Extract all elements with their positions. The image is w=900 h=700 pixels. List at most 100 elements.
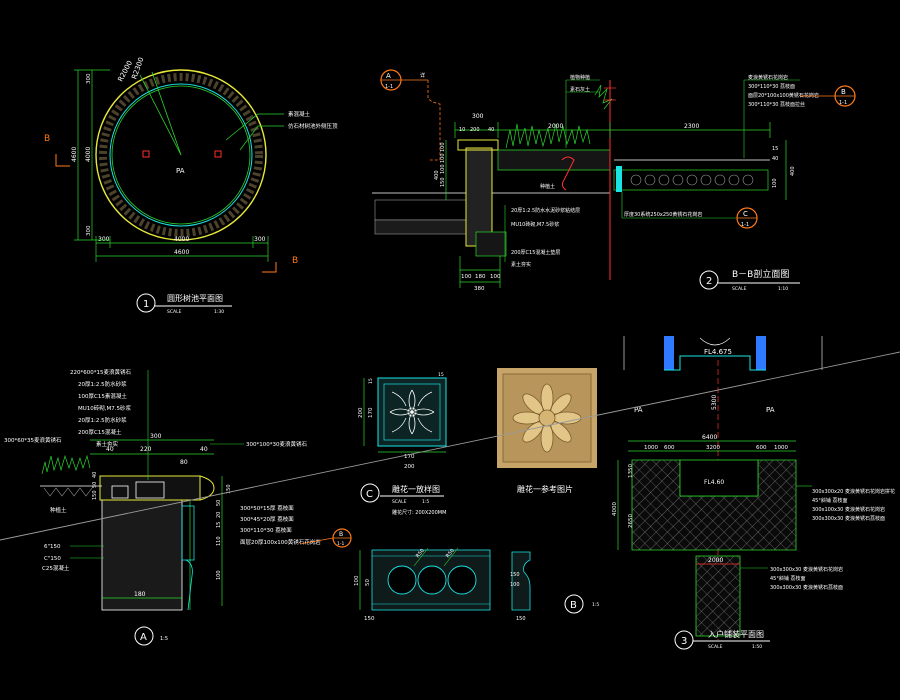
detail-boundary-a	[427, 80, 441, 161]
dim-vertical: 5300	[711, 395, 718, 410]
dim-bottom-2: 180	[475, 274, 486, 280]
dim-left-3: 300	[86, 225, 92, 236]
detail-a-left-note-3: C25混凝土	[42, 564, 70, 572]
photo-caption: 雕花一参考图片	[517, 484, 573, 494]
drawing-a-coping-detail: 220*600*15麦浪黄锈石 20厚1:2.5防水砂浆 100厚C15素混凝土…	[4, 368, 352, 646]
dim-left-total: 4600	[71, 147, 78, 162]
wall-left-blue	[664, 336, 674, 370]
detail-a-ref-sub: 1-1	[337, 541, 344, 547]
ring-dim-bottom: 150	[364, 616, 375, 622]
footing	[475, 231, 507, 257]
paving-circle-4	[672, 174, 684, 186]
detail-a-scale: 1:5	[160, 636, 168, 642]
ring-radius-label-1: R50	[415, 548, 426, 559]
ring-circle-2	[417, 565, 447, 595]
detail-a-dim-left-1: 40	[92, 472, 98, 478]
paving-notch	[679, 459, 759, 497]
detail-a-layer-2: 20厚1:2.5防水砂浆	[78, 380, 127, 388]
root-ball	[561, 156, 575, 191]
detail-a-dim-right-2: 50	[216, 500, 222, 506]
drawing-2-section-elevation: A 1-1 详	[372, 69, 856, 292]
drawing-b-ring-band: R50 R50 100 50 150 150 100 150 B 1:5	[354, 547, 599, 622]
detail-a-layer-1: 220*600*15麦浪黄锈石	[70, 368, 131, 376]
callout-bottom-2: 45°斜铺 荔枝面	[770, 575, 805, 582]
callout-text-1: 素混凝土	[288, 110, 311, 118]
ref-bubble-b-letter: B	[841, 88, 846, 96]
ring-profile	[511, 551, 531, 611]
carving-dim-top: 15	[438, 372, 444, 378]
drawing-2-scale: SCALE	[732, 286, 747, 292]
carving-center	[407, 407, 417, 417]
detail-a-layer-7: 素土夯实	[96, 440, 119, 448]
dim-left-1: 1350	[628, 464, 634, 478]
callout-leader-2	[239, 125, 284, 151]
drawing-1-tree-pit-plan: R2000 R2300 PA 素混凝土 仿石材树池外侧压顶 B B 300 40…	[44, 56, 338, 315]
drawing-1-scale-value: 1:30	[214, 309, 224, 315]
dim-left-inner: 4000	[85, 147, 92, 162]
detail-a-inner-block-2	[135, 481, 165, 499]
wall-coping	[457, 139, 499, 151]
pa-right-label: PA	[766, 406, 775, 414]
pa-left-label: PA	[634, 406, 643, 414]
ring-profile-dim-2: 100	[510, 582, 520, 588]
drawing-b-label: B	[570, 600, 577, 611]
callout-bottom-1: 300x300x30 麦浪黄锈石花岗岩	[770, 566, 843, 573]
carving-petals	[389, 389, 435, 435]
drawing-3-entrance-paving: FL4.675 PA PA 5300 6400 1000 600 3200 60…	[612, 336, 895, 650]
drawing-1-title: 圆形树池平面图	[167, 293, 223, 303]
dim-left-4: 150	[440, 177, 446, 187]
detail-a-dim-right-3: 20	[216, 512, 222, 518]
ring-radius-leader-1	[413, 547, 429, 567]
detail-a-dim-left-2: 50	[92, 482, 98, 488]
drawing-3-scale-value: 1:50	[752, 644, 762, 650]
detail-a-right-callout-top: 300*100*30麦浪黄锈石	[246, 440, 307, 448]
ring-radius-leader-2	[443, 547, 459, 567]
drawing-2-number-circle	[699, 270, 719, 290]
detail-a-dim-right-1: 150	[226, 484, 232, 494]
callout-top-2: 素石灰土	[570, 86, 590, 93]
ring-profile-dim-bottom: 150	[516, 616, 526, 622]
dim-left-2: 4000	[612, 502, 618, 516]
drawing-1-number: 1	[143, 299, 149, 310]
dim-bottom-total: 4600	[174, 249, 189, 256]
plant-shrub	[594, 84, 613, 110]
wall-right-blue	[756, 336, 766, 370]
detail-a-dim-top-a: 40	[106, 446, 114, 453]
detail-a-left-note-2: C"150	[44, 556, 61, 562]
section-mark-right	[262, 262, 277, 273]
dim-left-2: 100	[440, 153, 446, 163]
paving-circle-1	[630, 174, 642, 186]
center-marker-left	[142, 150, 150, 158]
drawing-2-scale-value: 1:10	[778, 286, 788, 292]
tree-trunk-marks	[604, 87, 616, 101]
tree-pit-edge-line	[111, 85, 251, 225]
ring-circle-1	[387, 565, 417, 595]
dim-top-1: 300	[472, 113, 484, 120]
ref-bubble-b-sub: 1-1	[839, 100, 847, 106]
detail-a-left-callout: 300*60*35麦浪黄锈石	[4, 436, 62, 444]
section-letter-left: B	[44, 134, 50, 144]
detail-a-right-callout-1: 300*50*15厚 荔枝面	[240, 504, 294, 512]
dim-left-3: 100	[440, 164, 446, 174]
tree-pit-coping-hatch	[99, 73, 263, 237]
paving-circle-3	[658, 174, 670, 186]
dim-total: 6400	[702, 434, 717, 441]
detail-a-soil-label: 种植土	[50, 506, 67, 514]
detail-a-dim-top-b: 300	[150, 433, 162, 440]
ring-dim-left-2: 50	[365, 579, 371, 586]
door-swing	[699, 337, 731, 346]
callout-right-3: 面层20*100x100黄锈石花岗岩	[748, 92, 819, 99]
ref-bubble-c-sub: 1-1	[741, 222, 749, 228]
ring-profile-dim-1: 150	[510, 572, 520, 578]
callout-right-1: 300x300x20 麦浪黄锈石花岗岩拼花	[812, 488, 895, 495]
detail-a-wall-core	[101, 499, 183, 611]
detail-a-right-callout-bottom: 面层20厚100x100黄锈石花岗岩	[240, 538, 321, 546]
detail-a-right-callout-2: 300*45*20厚 荔枝面	[240, 515, 294, 523]
callout-right-3: 300x100x30 麦浪黄锈石花岗岩	[812, 506, 885, 513]
dim-small-3: 40	[488, 127, 494, 133]
drawing-c-scale-value: 1:5	[422, 499, 429, 505]
detail-a-grass	[41, 454, 91, 475]
center-marker-right	[214, 150, 222, 158]
tree-pit-outer-ring	[95, 69, 267, 241]
